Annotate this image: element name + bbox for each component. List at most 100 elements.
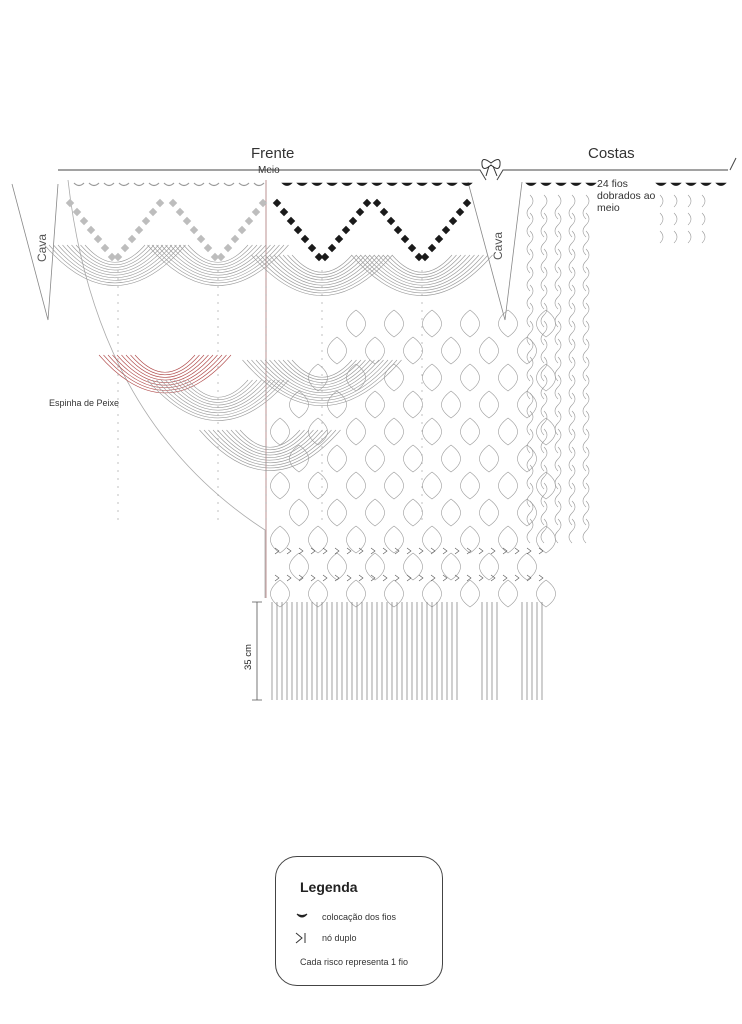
scallop-arc	[178, 244, 258, 268]
scallop-arc	[239, 429, 301, 448]
lattice-cell	[346, 309, 366, 338]
braid-segment	[568, 302, 576, 328]
lattice-cell	[479, 498, 499, 527]
lattice-cell	[441, 552, 461, 581]
lattice-cell	[308, 417, 328, 446]
braid-segment	[701, 212, 706, 226]
braid-segment	[582, 230, 590, 256]
scallop-arc	[53, 244, 177, 281]
legend-item-knot: nó duplo	[298, 933, 357, 943]
lattice-cell	[403, 336, 423, 365]
scallop-arc	[217, 429, 323, 461]
knot-cell	[307, 243, 317, 253]
knot-cell	[100, 243, 110, 253]
mount-knot	[431, 182, 443, 186]
mount-knot	[655, 182, 667, 186]
mount-knot	[570, 182, 582, 186]
knot-cell	[258, 198, 268, 208]
mount-knot	[163, 182, 175, 187]
braid-segment	[526, 266, 534, 292]
scallop-arc	[212, 429, 328, 463]
scallop-arc	[230, 429, 310, 453]
braid-segment	[540, 518, 548, 544]
braid-segment	[568, 428, 576, 454]
knot-cell	[175, 207, 185, 217]
knot-cell	[427, 243, 437, 253]
knot-cell	[93, 234, 103, 244]
double-knot	[274, 547, 280, 555]
braid-segment	[540, 284, 548, 310]
scallop-arc	[165, 379, 271, 411]
scallop-arc	[291, 254, 353, 273]
lattice-cell	[460, 525, 480, 554]
knot-cell	[414, 252, 424, 262]
braid-segment	[554, 320, 562, 346]
scallop-arc	[187, 244, 249, 263]
braid-segment	[582, 392, 590, 418]
knot-cell	[341, 225, 351, 235]
braid-segment	[526, 194, 534, 220]
braid-segment	[526, 464, 534, 490]
legend-item-label: colocação dos fios	[322, 912, 397, 922]
double-knot	[406, 547, 412, 555]
braid-segment	[540, 392, 548, 418]
braid-segment	[659, 194, 664, 208]
scallop-arc	[187, 379, 249, 398]
knot-cell	[372, 198, 382, 208]
braid-segment	[568, 464, 576, 490]
lattice-cell	[327, 552, 347, 581]
braid-segment	[568, 500, 576, 526]
double-knot	[358, 574, 364, 582]
double-knot	[538, 547, 544, 555]
scallop-arc	[287, 359, 357, 381]
knot-cell	[320, 252, 330, 262]
knot-cell	[293, 225, 303, 235]
scallop-arc	[75, 244, 155, 268]
mount-knot	[281, 182, 293, 186]
braid-segment	[526, 356, 534, 382]
braid-segment	[526, 248, 534, 274]
braid-segment	[701, 230, 706, 244]
lattice-cell	[479, 552, 499, 581]
lattice-cell	[498, 525, 518, 554]
braid-segment	[526, 320, 534, 346]
scallop-arc	[199, 429, 341, 471]
thread-placement-icon	[296, 913, 308, 918]
scallop-arc	[183, 244, 253, 266]
knot-cell	[148, 207, 158, 217]
lattice-cell	[403, 444, 423, 473]
braid-segment	[582, 464, 590, 490]
knot-cell	[210, 252, 220, 262]
lattice-cell	[403, 498, 423, 527]
braid-segment	[540, 302, 548, 328]
double-knot	[502, 574, 508, 582]
braid-segment	[582, 284, 590, 310]
knot-cell	[79, 216, 89, 226]
mount-knot	[555, 182, 567, 186]
lattice-cell	[327, 498, 347, 527]
knot-cell	[182, 216, 192, 226]
braid-segment	[582, 428, 590, 454]
braid-segment	[687, 194, 692, 208]
herringbone-label: Espinha de Peixe	[49, 398, 120, 408]
scallop-arc	[147, 379, 289, 421]
mount-knot	[585, 182, 597, 186]
lattice-cell	[289, 444, 309, 473]
braid-segment	[673, 212, 678, 226]
lattice-cell	[346, 417, 366, 446]
braid-segment	[540, 446, 548, 472]
lattice-cell	[270, 525, 290, 554]
scallop-arc	[226, 429, 314, 456]
braid-segment	[540, 320, 548, 346]
lattice-cell	[365, 498, 385, 527]
lattice-cell	[536, 417, 556, 446]
knot-cell	[127, 234, 137, 244]
braid-segment	[554, 518, 562, 544]
braid-segment	[526, 392, 534, 418]
braid-segment	[554, 284, 562, 310]
braid-segment	[673, 194, 678, 208]
knot-cell	[455, 207, 465, 217]
lattice-cell	[327, 336, 347, 365]
braid-segment	[526, 518, 534, 544]
lattice-cell	[536, 309, 556, 338]
